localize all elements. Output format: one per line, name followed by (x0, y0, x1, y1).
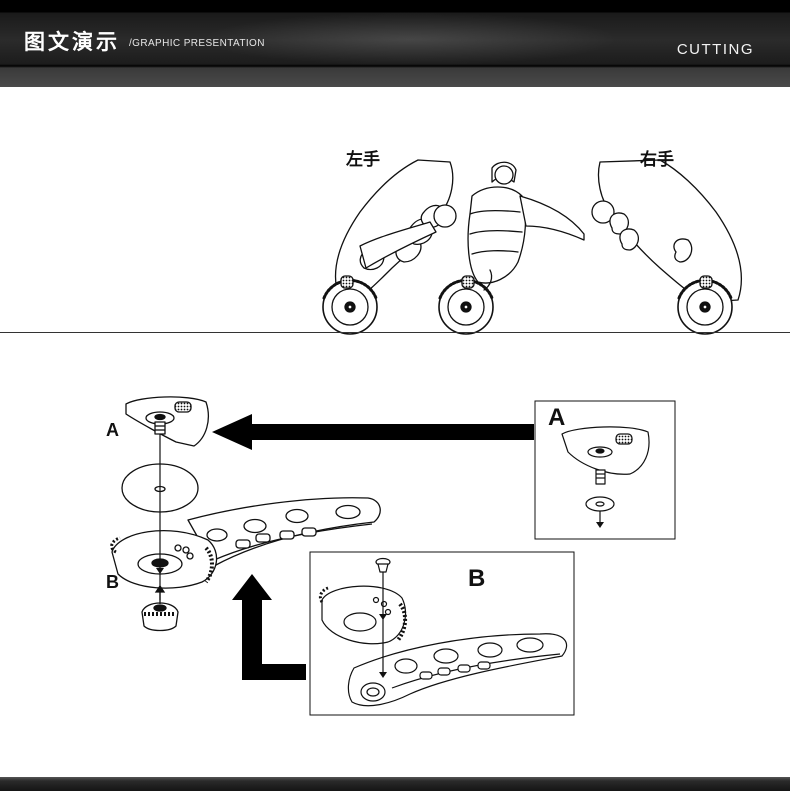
inset-label-b: B (468, 565, 486, 592)
section-divider (0, 332, 790, 333)
footer-bar (0, 777, 790, 791)
header-section-label: CUTTING (676, 41, 754, 58)
right-hand-label: 右手 (640, 150, 674, 170)
main-label-b: B (106, 572, 119, 592)
inset-b-box (309, 551, 575, 716)
header-title-en: /GRAPHIC PRESENTATION (129, 38, 265, 49)
right-hand-cutter-illustration (591, 159, 742, 335)
header-shine (200, 12, 620, 66)
header-bar: 图文演示 /GRAPHIC PRESENTATION CUTTING (0, 0, 790, 87)
left-hand-cutter-illustration (322, 159, 457, 335)
main-handle-part (187, 497, 381, 567)
inset-a-box (534, 400, 676, 540)
main-cutter-head-part (125, 396, 209, 447)
main-axis-arrowhead (156, 568, 164, 574)
center-hand-cutter-illustration (438, 161, 585, 335)
inset-label-a: A (548, 404, 566, 431)
arrow-up-to-part-b (232, 574, 306, 680)
left-hand-label: 左手 (346, 150, 380, 170)
main-gear-wheel-part (110, 529, 218, 589)
main-label-a: A (106, 420, 119, 440)
main-nut-part (141, 584, 179, 632)
header-title-cn: 图文演示 (24, 30, 120, 54)
arrow-left-to-part-a (212, 414, 534, 450)
